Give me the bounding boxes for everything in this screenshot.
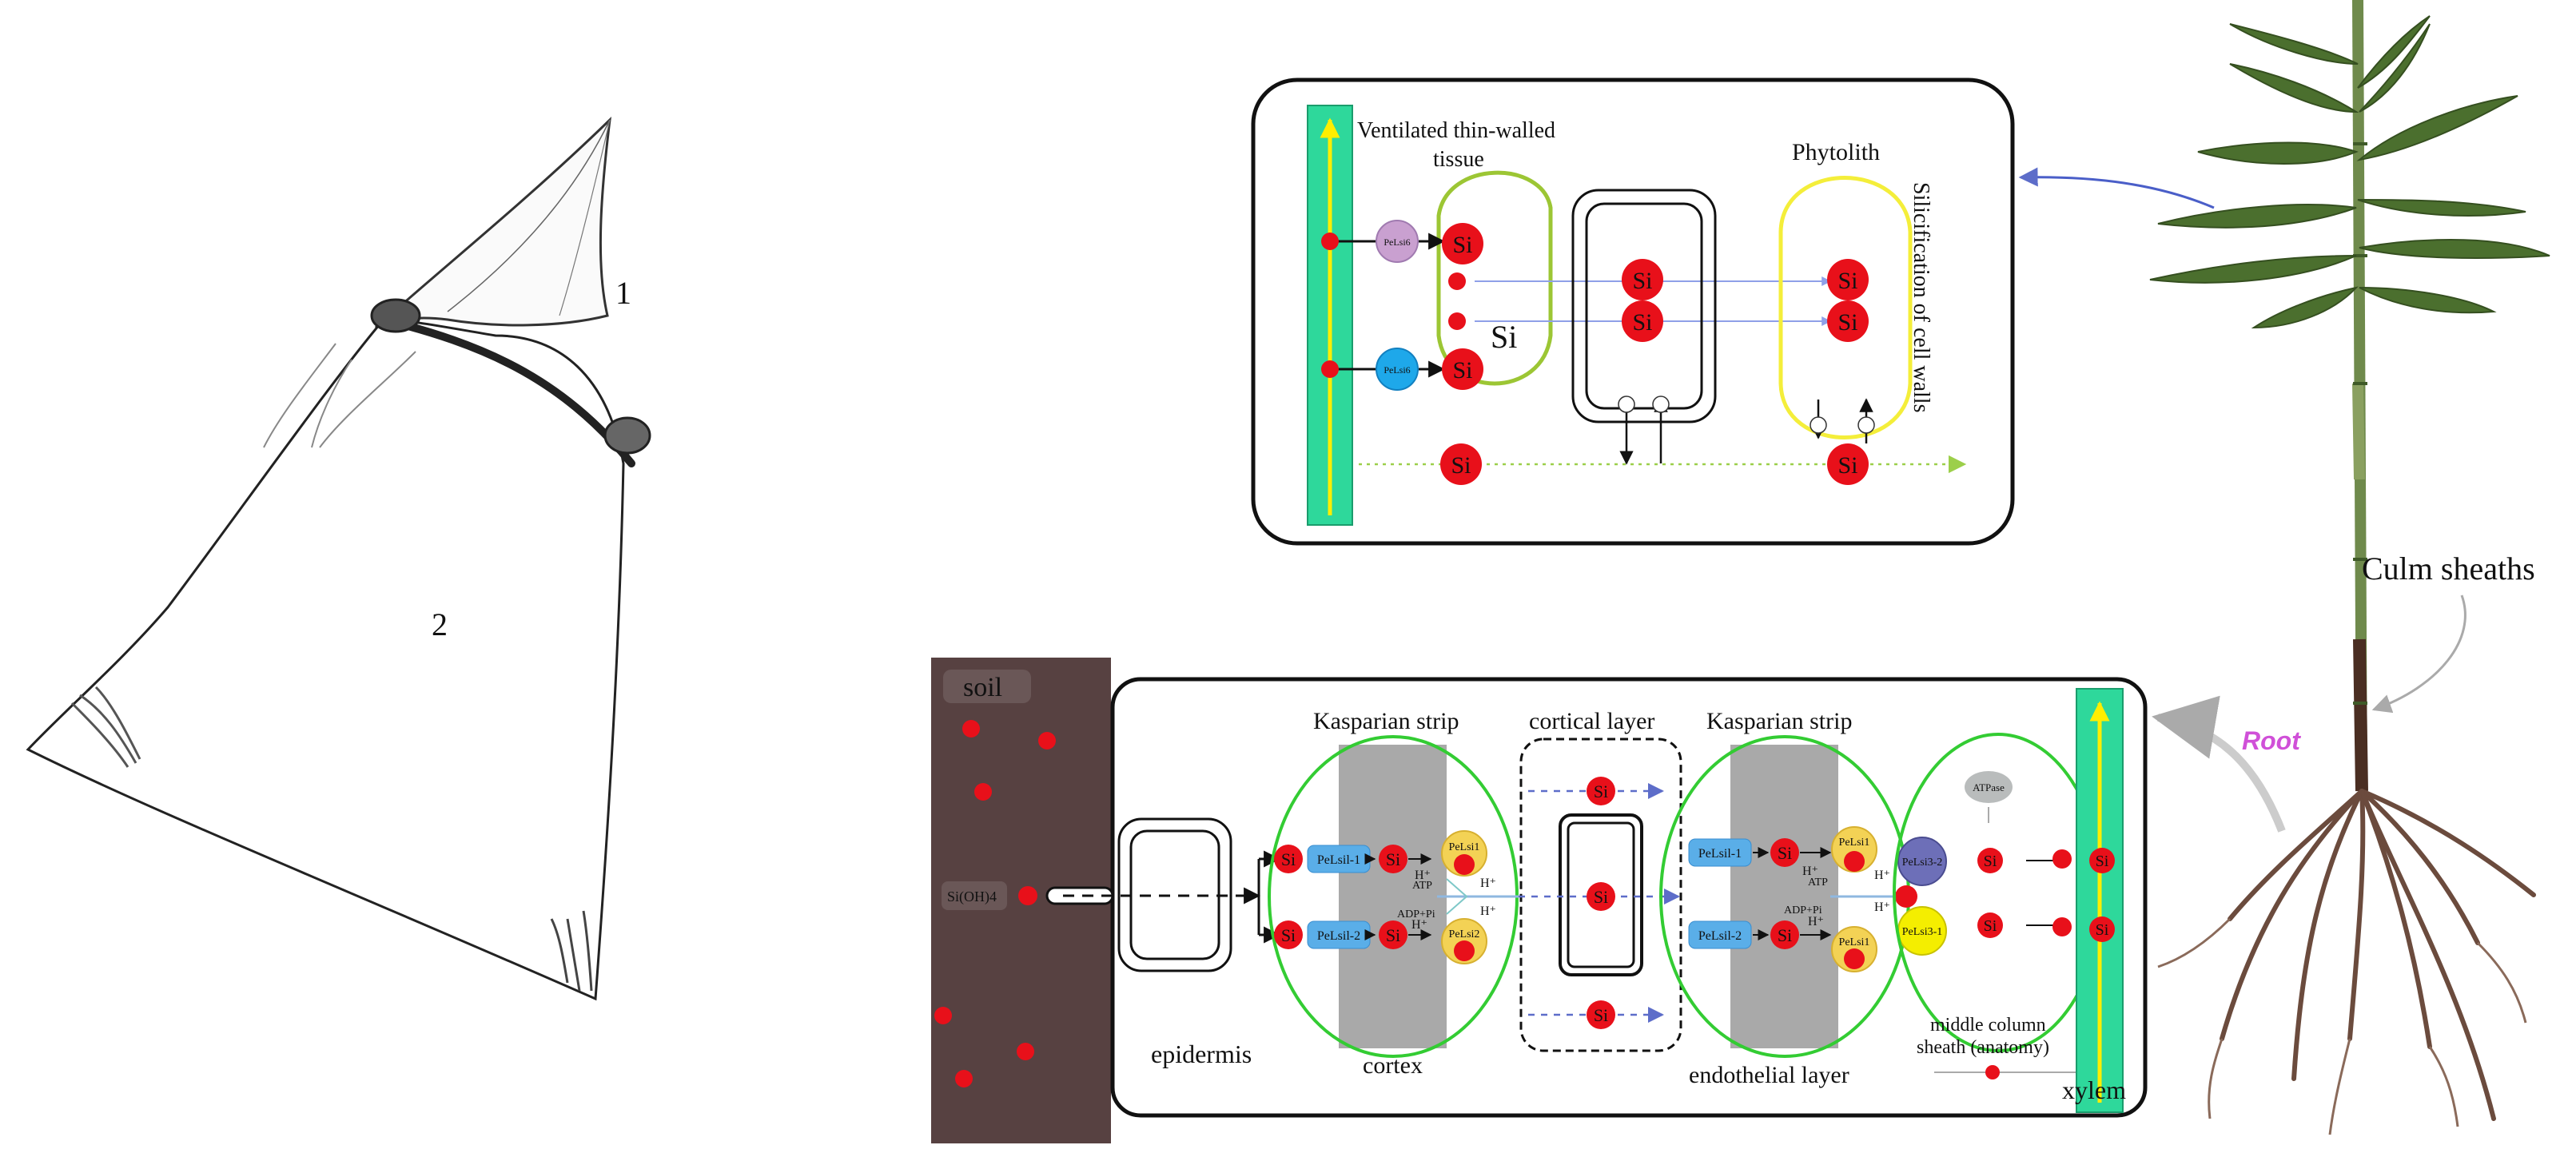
sheath-body-outline [26, 318, 625, 1001]
label-1: 1 [615, 275, 631, 311]
middle-column-label-1: middle column [1930, 1015, 2046, 1036]
cortex-label: cortex [1363, 1052, 1423, 1079]
xylem-label: xylem [2062, 1075, 2126, 1104]
root-to-panel-arrow [2152, 695, 2286, 833]
pelsi-a [1441, 830, 1487, 877]
svg-text:PeLsil-1: PeLsil-1 [1698, 847, 1742, 861]
pelsi1-4-box [1688, 920, 1752, 949]
svg-text:Si: Si [1632, 309, 1652, 336]
svg-text:Si: Si [1984, 917, 1997, 935]
middle-cell-outer [1571, 189, 1717, 423]
pelsi3-2 [1897, 837, 1947, 886]
svg-text:ADP+Pi: ADP+Pi [1397, 908, 1435, 920]
svg-text:ATP: ATP [1412, 880, 1432, 892]
soil-label: soil [963, 673, 1002, 702]
epidermis-label: epidermis [1151, 1040, 1252, 1068]
phytolith-cell [1778, 176, 1913, 439]
svg-text:H⁺: H⁺ [1808, 915, 1824, 928]
middle-column-label-2: sheath (anatomy) [1917, 1037, 2049, 1058]
pelsi1-3-box [1688, 838, 1752, 867]
svg-text:Si: Si [1452, 232, 1472, 258]
svg-text:ADP+Pi: ADP+Pi [1784, 905, 1822, 916]
kasparian-strip-left [1339, 745, 1447, 1048]
svg-text:ATPase: ATPase [1973, 781, 2005, 793]
cortical-layer-label: cortical layer [1529, 708, 1654, 734]
svg-text:PeLsi1: PeLsi1 [1839, 837, 1870, 849]
sheath-blade-outline [375, 116, 612, 329]
svg-text:Si: Si [1594, 781, 1608, 801]
svg-text:Si: Si [1837, 452, 1857, 479]
svg-text:PeLsi1: PeLsi1 [1839, 936, 1870, 948]
svg-text:Si: Si [1281, 925, 1296, 945]
svg-text:PeLsi6: PeLsi6 [1384, 364, 1410, 376]
svg-text:Si: Si [1452, 357, 1472, 384]
svg-text:Si: Si [1594, 887, 1608, 907]
svg-text:PeLsi3-1: PeLsi3-1 [1902, 926, 1943, 938]
svg-text:H⁺: H⁺ [1480, 905, 1496, 918]
kasparian-right-label: Kasparian strip [1706, 708, 1852, 734]
svg-text:H⁺: H⁺ [1415, 869, 1431, 882]
svg-text:PeLsil-2: PeLsil-2 [1317, 929, 1360, 943]
svg-text:Si: Si [1281, 849, 1296, 869]
svg-text:PeLsi2: PeLsi2 [1449, 928, 1480, 940]
svg-text:Si: Si [1837, 309, 1857, 336]
middle-cell-inner [1585, 202, 1703, 410]
svg-text:Si: Si [1984, 853, 1997, 870]
svg-text:ATP: ATP [1808, 877, 1828, 889]
label-2: 2 [432, 606, 448, 642]
svg-text:Si: Si [2096, 921, 2109, 939]
bamboo-plant [2149, 0, 2550, 1135]
svg-text:H⁺: H⁺ [1411, 918, 1427, 932]
svg-text:Si: Si [1594, 1005, 1608, 1025]
pelsi6-top [1376, 220, 1419, 263]
svg-text:H⁺: H⁺ [1874, 901, 1890, 914]
leaf-to-panel-arrow [2018, 167, 2215, 209]
kasparian-strip-right [1730, 745, 1838, 1048]
tissue-label-2: tissue [1433, 147, 1484, 172]
svg-text:H⁺: H⁺ [1802, 865, 1818, 878]
si-plain-label: Si [1491, 319, 1517, 355]
lower-panel: soil Si(OH)4 epidermis Kasparian strip c… [931, 658, 2148, 1143]
culm-pointer-arrow [2371, 594, 2467, 714]
culm-sheaths-label: Culm sheaths [2362, 551, 2535, 586]
svg-text:Si: Si [1451, 452, 1471, 479]
kasparian-left-label: Kasparian strip [1313, 708, 1459, 734]
root-label: Root [2242, 726, 2301, 755]
cortical-cell-outer [1559, 813, 1643, 976]
upper-panel: Ventilated thin-walled tissue PeLsi6 PeL… [1251, 78, 2015, 546]
svg-text:Si: Si [1778, 925, 1792, 945]
svg-text:PeLsi6: PeLsi6 [1384, 237, 1410, 248]
endothelial-label: endothelial layer [1689, 1062, 1849, 1088]
svg-text:Si: Si [1386, 925, 1400, 945]
atpase-blob [1965, 771, 2013, 803]
svg-text:PeLsil-2: PeLsil-2 [1698, 929, 1742, 943]
culm-sheath-sketch: 1 2 [26, 116, 651, 1001]
walls-label: Silicification of cell walls [1909, 182, 1933, 412]
svg-text:PeLsi3-2: PeLsi3-2 [1902, 857, 1943, 869]
svg-text:Si: Si [2096, 853, 2109, 870]
tissue-label-1: Ventilated thin-walled [1357, 118, 1555, 143]
svg-text:PeLsil-1: PeLsil-1 [1317, 853, 1360, 867]
svg-text:Si: Si [1632, 268, 1652, 294]
svg-text:PeLsi1: PeLsi1 [1449, 841, 1480, 853]
silicic-acid-label: Si(OH)4 [947, 889, 997, 905]
svg-text:H⁺: H⁺ [1480, 877, 1496, 890]
cortical-cell-inner [1567, 821, 1635, 968]
epidermis-cell-outer [1117, 817, 1232, 972]
phytolith-label: Phytolith [1792, 139, 1880, 165]
cortical-layer-box [1519, 738, 1682, 1052]
svg-text:Si: Si [1778, 843, 1792, 863]
pelsi6-bottom [1376, 348, 1419, 391]
svg-text:Si: Si [1837, 268, 1857, 294]
svg-text:H⁺: H⁺ [1874, 869, 1890, 882]
soil-label-box [943, 670, 1031, 703]
svg-text:Si: Si [1386, 849, 1400, 869]
